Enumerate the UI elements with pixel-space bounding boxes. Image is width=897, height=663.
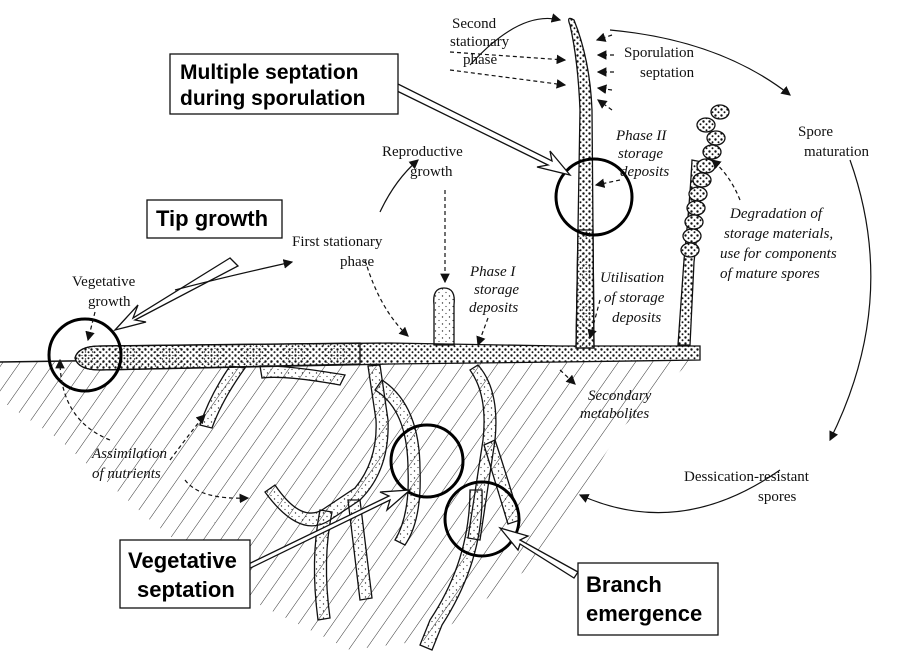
label-spore-maturation: Spore maturation — [798, 124, 869, 160]
svg-text:Phase I: Phase I — [469, 264, 516, 280]
svg-text:deposits: deposits — [469, 300, 518, 316]
svg-text:septation: septation — [137, 577, 235, 602]
box-branch-emergence: Branch emergence — [578, 563, 718, 635]
svg-text:metabolites: metabolites — [580, 406, 649, 422]
svg-text:storage materials,: storage materials, — [724, 226, 833, 242]
svg-text:First stationary: First stationary — [292, 234, 383, 250]
svg-text:phase: phase — [340, 254, 374, 270]
label-phase1-storage: Phase I storage deposits — [469, 264, 519, 316]
svg-text:phase: phase — [463, 52, 497, 68]
svg-text:of mature spores: of mature spores — [720, 266, 820, 282]
svg-text:Secondary: Secondary — [588, 388, 652, 404]
svg-text:storage: storage — [618, 146, 663, 162]
box-tip-growth: Tip growth — [147, 200, 282, 238]
svg-text:Multiple septation: Multiple septation — [180, 61, 359, 84]
svg-text:Phase II: Phase II — [615, 128, 667, 144]
label-phase2-storage: Phase II storage deposits — [615, 128, 669, 180]
label-second-stationary: Second stationary phase — [450, 16, 510, 68]
svg-text:during sporulation: during sporulation — [180, 87, 365, 110]
svg-text:use for components: use for components — [720, 246, 837, 262]
label-degradation: Degradation of storage materials, use fo… — [720, 206, 837, 282]
svg-text:stationary: stationary — [450, 34, 510, 50]
spore-chain — [681, 105, 729, 257]
svg-text:storage: storage — [474, 282, 519, 298]
label-reproductive-growth: Reproductive growth — [382, 144, 463, 180]
box-multiple-septation: Multiple septation during sporulation — [170, 54, 398, 114]
svg-text:Spore: Spore — [798, 124, 833, 140]
svg-text:spores: spores — [758, 489, 796, 505]
svg-text:Tip growth: Tip growth — [156, 206, 268, 231]
svg-text:Degradation of: Degradation of — [729, 206, 824, 222]
svg-text:emergence: emergence — [586, 601, 702, 626]
svg-text:Vegetative: Vegetative — [128, 548, 237, 573]
svg-text:deposits: deposits — [620, 164, 669, 180]
svg-text:Vegetative: Vegetative — [72, 274, 136, 290]
box-vegetative-septation: Vegetative septation — [120, 540, 250, 608]
label-vegetative-growth: Vegetative growth — [72, 274, 136, 310]
svg-text:septation: septation — [640, 65, 695, 81]
svg-text:Dessication-resistant: Dessication-resistant — [684, 469, 810, 485]
label-utilisation: Utilisation of storage deposits — [600, 270, 665, 326]
label-sporulation-septation: Sporulation septation — [624, 45, 695, 81]
svg-text:growth: growth — [410, 164, 453, 180]
svg-text:Branch: Branch — [586, 572, 662, 597]
svg-text:Second: Second — [452, 16, 497, 32]
svg-text:Sporulation: Sporulation — [624, 45, 694, 61]
svg-text:maturation: maturation — [804, 144, 869, 160]
svg-text:Utilisation: Utilisation — [600, 270, 664, 286]
label-dessication: Dessication-resistant spores — [684, 469, 810, 505]
label-first-stationary: First stationary phase — [292, 234, 383, 270]
svg-text:deposits: deposits — [612, 310, 661, 326]
svg-text:Reproductive: Reproductive — [382, 144, 463, 160]
svg-text:of storage: of storage — [604, 290, 665, 306]
svg-text:growth: growth — [88, 294, 131, 310]
svg-text:of nutrients: of nutrients — [92, 466, 161, 482]
svg-text:Assimilation: Assimilation — [91, 446, 167, 462]
